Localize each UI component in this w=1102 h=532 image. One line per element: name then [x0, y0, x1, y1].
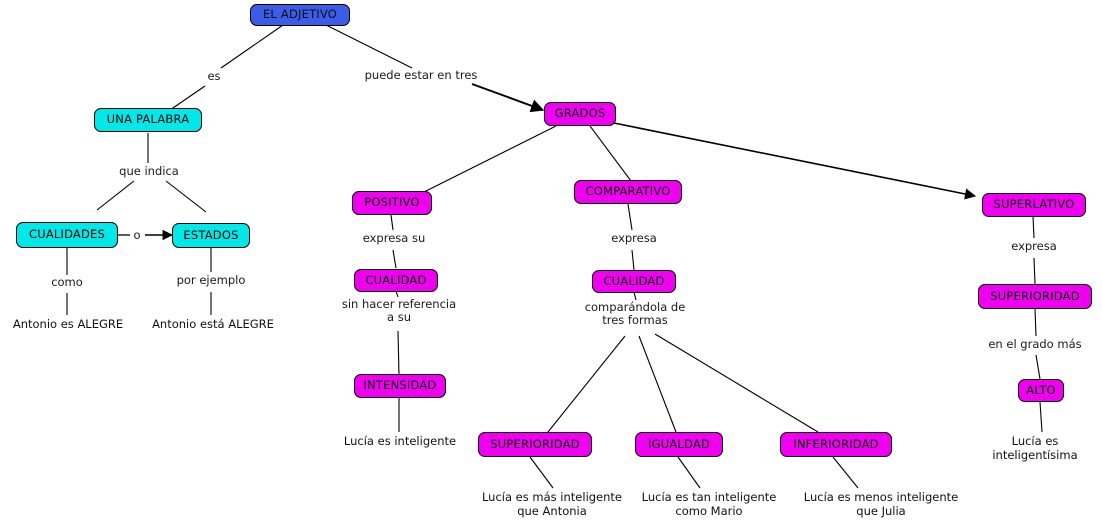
- edge-comparandola-igualdad: [638, 335, 677, 433]
- edge-alto-ejemplo: [1039, 401, 1043, 433]
- edge-queindica-estados: [165, 180, 207, 213]
- node-superlativo[interactable]: SUPERLATIVO: [982, 193, 1086, 217]
- edge-expresa-cualidad: [631, 249, 635, 271]
- node-cualidad-positivo[interactable]: CUALIDAD: [354, 269, 438, 292]
- edge-superioridad-grado: [1034, 307, 1037, 337]
- node-comparativo[interactable]: COMPARATIVO: [574, 180, 682, 204]
- example-igualdad-line2: como Mario: [675, 504, 743, 518]
- example-superioridad-comparativo-line2: que Antonia: [517, 504, 587, 518]
- node-estados[interactable]: ESTADOS: [172, 223, 250, 248]
- edge-superlativo-expresa: [1032, 215, 1035, 239]
- example-cualidades: Antonio es ALEGRE: [12, 317, 124, 331]
- node-superioridad-superlativo[interactable]: SUPERIORIDAD: [978, 284, 1092, 309]
- node-cualidad-comparativo[interactable]: CUALIDAD: [592, 270, 676, 293]
- example-superioridad-comparativo: Lucía es más inteligente que Antonia: [476, 490, 628, 518]
- edge-inferioridad-ejemplo: [832, 456, 859, 489]
- node-intensidad[interactable]: INTENSIDAD: [354, 374, 446, 398]
- node-igualdad[interactable]: IGUALDAD: [635, 432, 723, 457]
- edge-expresasu-cualidad: [392, 249, 397, 269]
- node-una-palabra[interactable]: UNA PALABRA: [94, 108, 202, 132]
- edge-adjetivo-puede: [325, 24, 413, 69]
- edge-label-expresa-comparativo: expresa: [611, 231, 657, 245]
- example-superlativo-line1: Lucía es: [1011, 434, 1059, 448]
- example-superlativo: Lucía es inteligentísima: [968, 434, 1102, 462]
- edge-label-sin-hacer-referencia: sin hacer referencia a su: [328, 298, 470, 324]
- example-positivo: Lucía es inteligente: [343, 434, 457, 448]
- edge-label-expresa-su: expresa su: [362, 231, 426, 245]
- node-alto[interactable]: ALTO: [1018, 379, 1064, 402]
- edge-label-comparandola-line1: comparándola de: [584, 300, 686, 314]
- edge-positivo-expresasu: [390, 214, 394, 231]
- example-superioridad-comparativo-line1: Lucía es más inteligente: [481, 490, 623, 504]
- example-igualdad-line1: Lucía es tan inteligente: [641, 490, 777, 504]
- edge-comparandola-superioridad: [547, 335, 626, 433]
- example-inferioridad-line1: Lucía es menos inteligente: [803, 490, 959, 504]
- edge-adjetivo-es: [220, 24, 284, 69]
- edge-label-comparandola-tres-formas: comparándola de tres formas: [573, 301, 697, 327]
- edge-superioridad-ejemplo: [529, 456, 554, 489]
- node-el-adjetivo[interactable]: EL ADJETIVO: [250, 4, 350, 26]
- example-estados: Antonio está ALEGRE: [152, 317, 274, 331]
- node-inferioridad[interactable]: INFERIORIDAD: [780, 432, 892, 457]
- edge-label-que-indica: que indica: [119, 164, 179, 178]
- edge-label-expresa-superlativo: expresa: [1011, 239, 1057, 253]
- edge-grados-comparativo: [589, 125, 632, 182]
- edge-label-es: es: [207, 69, 221, 83]
- edge-label-sin-hacer-referencia-line1: sin hacer referencia: [341, 297, 457, 311]
- node-cualidades[interactable]: CUALIDADES: [16, 222, 118, 248]
- node-superioridad-comparativo[interactable]: SUPERIORIDAD: [478, 432, 592, 457]
- edge-queindica-cualidades: [96, 180, 135, 211]
- edge-igualdad-ejemplo: [677, 456, 701, 489]
- edge-expresa-superioridad: [1033, 257, 1036, 285]
- edge-sinhacer-intensidad: [397, 330, 400, 376]
- edge-label-o: o: [133, 228, 141, 242]
- edge-label-por-ejemplo: por ejemplo: [176, 273, 246, 287]
- edge-es-una-palabra: [169, 85, 206, 111]
- edge-grado-alto: [1035, 354, 1041, 380]
- edge-label-comparandola-line2: tres formas: [602, 313, 668, 327]
- node-grados[interactable]: GRADOS: [544, 102, 616, 126]
- example-inferioridad-line2: que Julia: [856, 504, 906, 518]
- edge-label-en-el-grado-mas: en el grado más: [988, 337, 1082, 351]
- example-superlativo-line2: inteligentísima: [992, 448, 1078, 462]
- example-inferioridad: Lucía es menos inteligente que Julia: [798, 490, 964, 518]
- example-igualdad: Lucía es tan inteligente como Mario: [636, 490, 782, 518]
- edge-cualidad-comparandola: [633, 291, 637, 301]
- edge-label-como: como: [51, 275, 83, 289]
- edge-label-sin-hacer-referencia-line2: a su: [387, 310, 411, 324]
- edge-grados-positivo: [423, 125, 557, 193]
- edge-label-puede-estar-en-tres: puede estar en tres: [364, 68, 478, 82]
- edge-comparandola-inferioridad: [654, 333, 819, 433]
- edge-comparativo-expresa: [627, 203, 633, 231]
- edge-puede-grados: [471, 83, 545, 113]
- node-positivo[interactable]: POSITIVO: [352, 191, 432, 215]
